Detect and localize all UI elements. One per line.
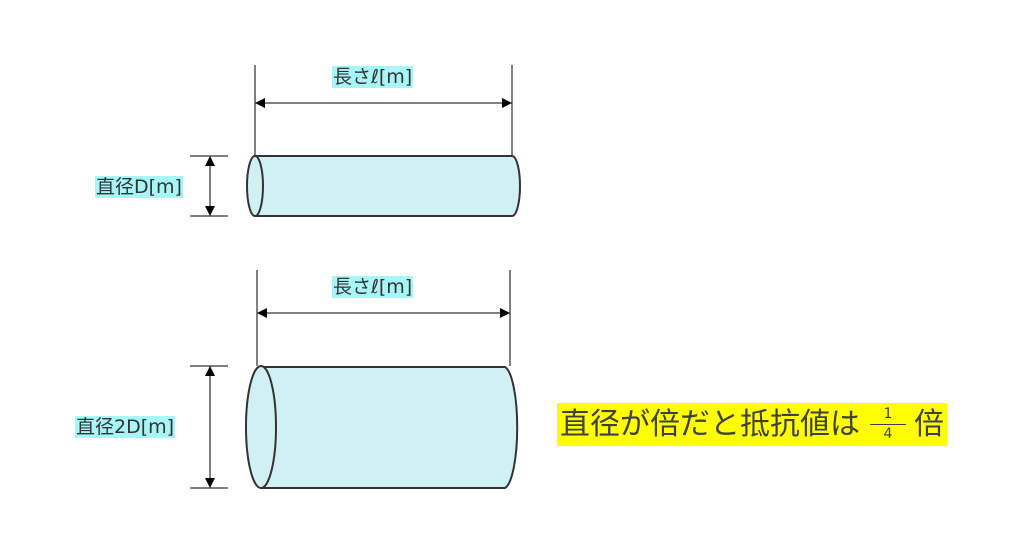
- thin-cylinder: [190, 65, 521, 217]
- bottom-diameter-label: 直径2D[m]: [75, 416, 176, 438]
- top-length-label: 長さℓ[m]: [332, 66, 414, 88]
- fraction-bar: [870, 423, 906, 426]
- top-diameter-label: 直径D[m]: [95, 176, 183, 198]
- note-text: 直径が倍だと抵抗値は: [560, 407, 860, 442]
- conclusion-note: 直径が倍だと抵抗値は 1 4 倍: [557, 403, 947, 446]
- note-suffix: 倍: [914, 407, 944, 442]
- fraction: 1 4: [870, 405, 906, 443]
- denominator: 4: [883, 426, 893, 443]
- bottom-length-label: 長さℓ[m]: [332, 276, 414, 298]
- numerator: 1: [883, 405, 893, 422]
- thick-cylinder: [190, 270, 519, 489]
